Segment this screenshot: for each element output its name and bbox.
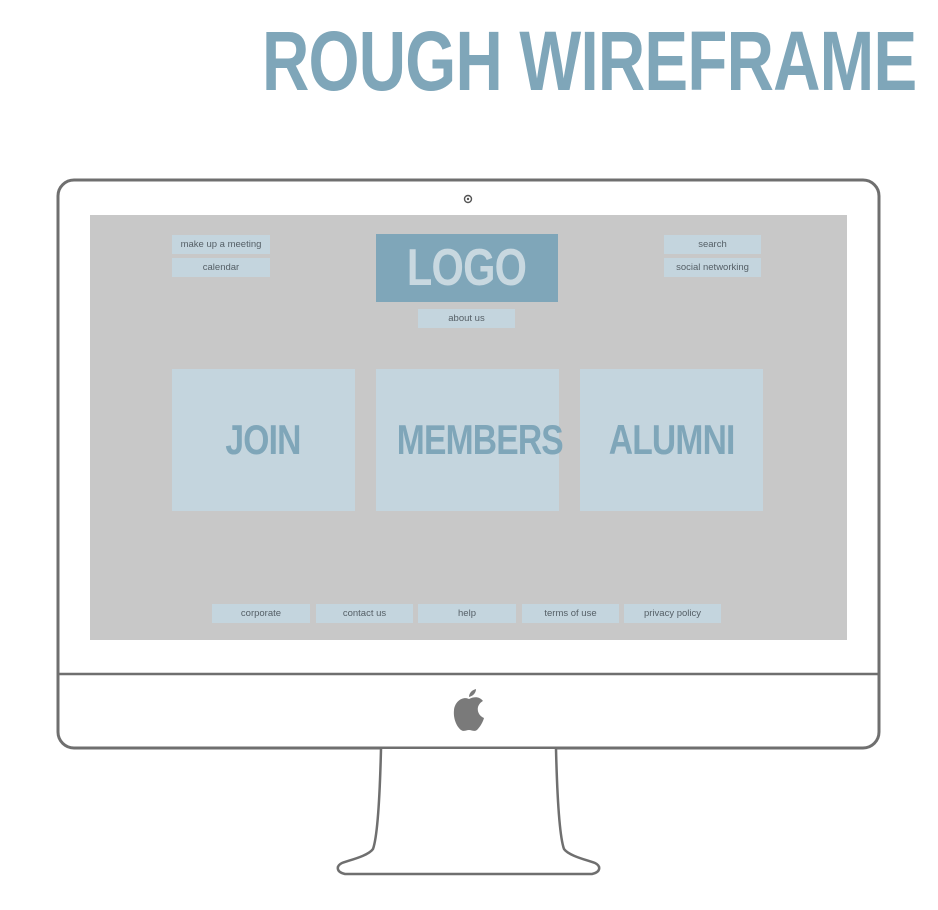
footer-link-contact-us[interactable]: contact us xyxy=(316,604,413,623)
camera-icon xyxy=(463,194,473,204)
link-calendar[interactable]: calendar xyxy=(172,258,270,277)
tile-members[interactable]: MEMBERS xyxy=(376,369,564,511)
tile-join-label: JOIN xyxy=(225,416,302,463)
footer-link-help[interactable]: help xyxy=(418,604,516,623)
tile-members-label: MEMBERS xyxy=(396,416,564,463)
footer-link-terms-of-use[interactable]: terms of use xyxy=(522,604,619,623)
footer-link-corporate[interactable]: corporate xyxy=(212,604,310,623)
tile-alumni-label: ALUMNI xyxy=(608,416,736,463)
footer-link-privacy-policy[interactable]: privacy policy xyxy=(624,604,721,623)
link-search[interactable]: search xyxy=(664,235,761,254)
logo-text: LOGO xyxy=(407,239,527,297)
apple-logo-icon xyxy=(453,689,484,731)
tile-alumni[interactable]: ALUMNI xyxy=(580,369,763,511)
link-make-up-a-meeting[interactable]: make up a meeting xyxy=(172,235,270,254)
link-about-us[interactable]: about us xyxy=(418,309,515,328)
screen-wireframe: make up a meeting calendar LOGO about us… xyxy=(90,215,847,640)
monitor-stand xyxy=(336,748,601,876)
tile-join[interactable]: JOIN xyxy=(172,369,355,511)
logo-placeholder[interactable]: LOGO xyxy=(376,234,558,302)
link-social-networking[interactable]: social networking xyxy=(664,258,761,277)
